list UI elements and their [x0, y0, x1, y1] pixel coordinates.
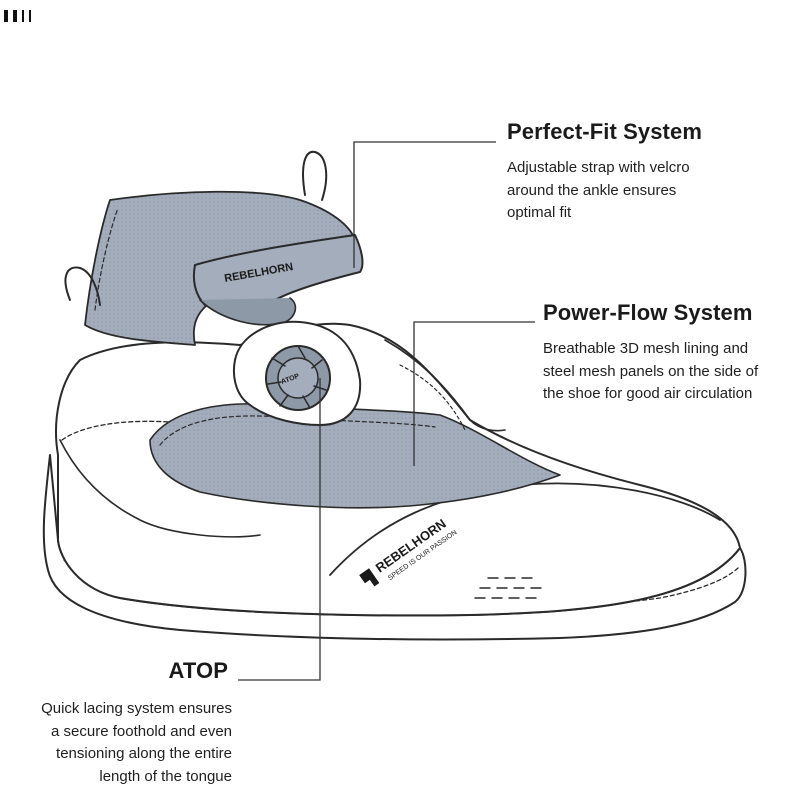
- feature-atop: ATOP Quick lacing system ensures a secur…: [0, 658, 232, 788]
- feature-title: Perfect-Fit System: [507, 119, 702, 144]
- brand-corner-mark: [4, 10, 31, 22]
- tongue-loop: [302, 150, 328, 201]
- feature-description: Adjustable strap with velcro around the …: [507, 159, 690, 221]
- feature-title: ATOP: [168, 658, 228, 683]
- feature-description: Quick lacing system ensures a secure foo…: [41, 700, 232, 785]
- brand-r-mark: [359, 568, 380, 587]
- heel-loop: [64, 266, 101, 306]
- toe-vents: [474, 577, 542, 599]
- callout-line-atop: [238, 378, 321, 681]
- feature-perfect-fit: Perfect-Fit System Adjustable strap with…: [507, 119, 792, 225]
- callout-line-power-flow: [413, 321, 535, 466]
- feature-description: Breathable 3D mesh lining and steel mesh…: [543, 340, 759, 402]
- feature-title: Power-Flow System: [543, 300, 753, 325]
- callout-line-perfect-fit: [353, 141, 496, 268]
- feature-power-flow: Power-Flow System Breathable 3D mesh lin…: [543, 300, 800, 406]
